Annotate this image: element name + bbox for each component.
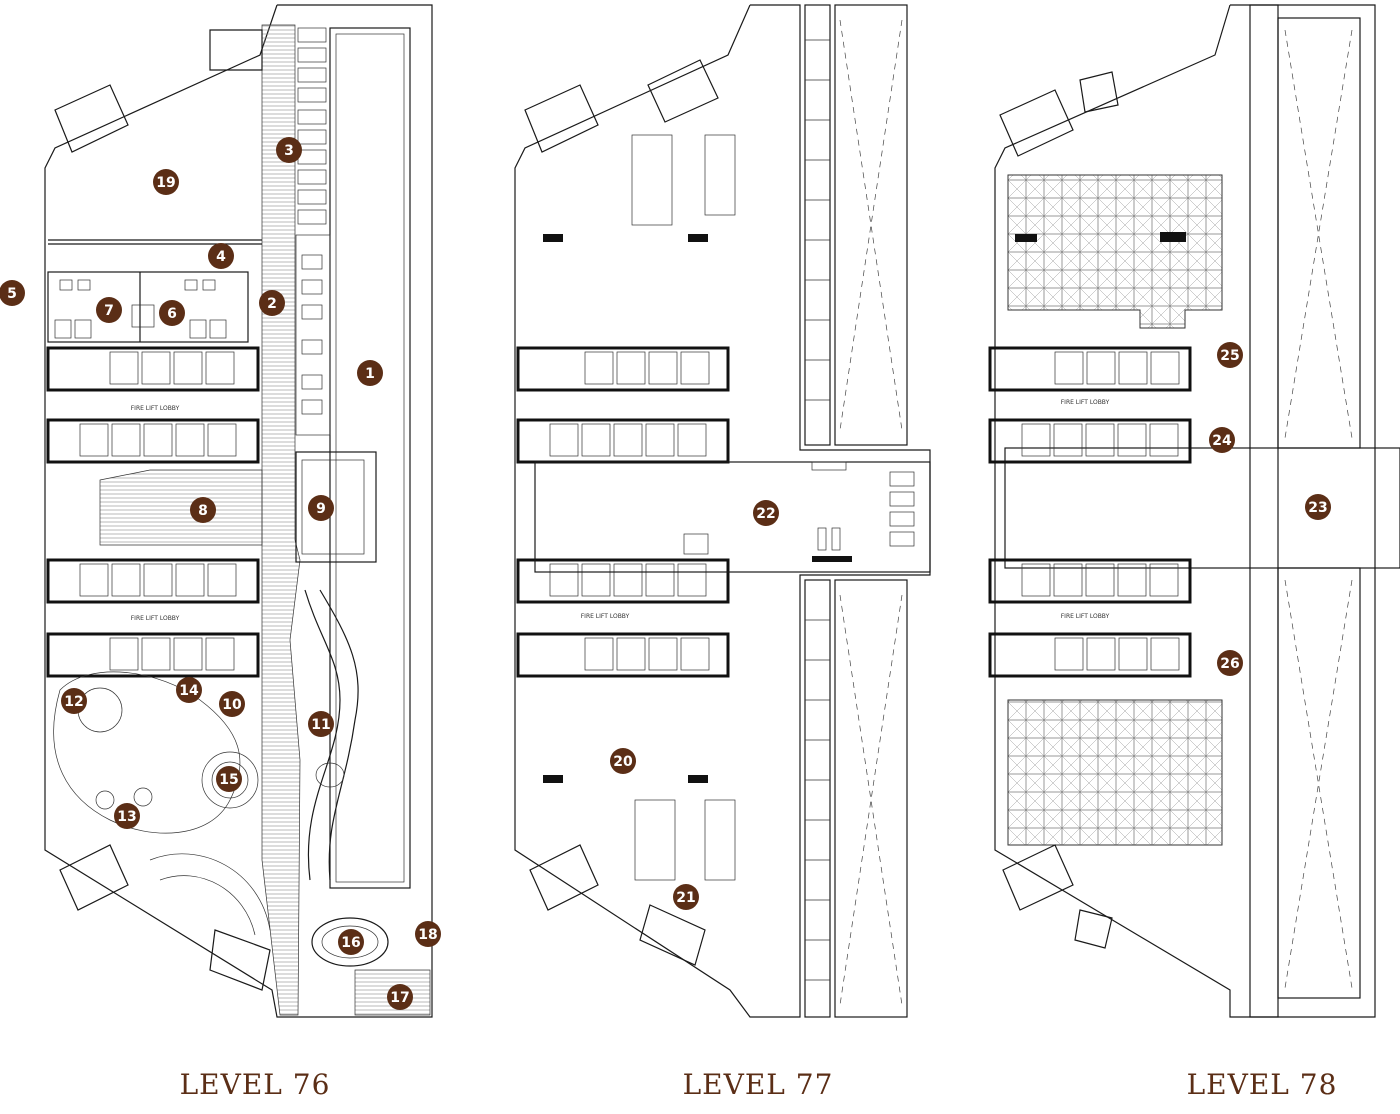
- marker-label-24: 24: [1212, 433, 1232, 449]
- marker-12: 12: [61, 688, 87, 714]
- marker-circle-24: [1209, 427, 1235, 453]
- marker-2: 2: [259, 290, 285, 316]
- marker-24: 24: [1209, 427, 1235, 453]
- fire-lift-lobby-label-76a: FIRE LIFT LOBBY: [131, 405, 180, 412]
- level-77-plan: FIRE LIFT LOBBY: [514, 4, 931, 1018]
- marker-circle-8: [190, 497, 216, 523]
- marker-label-16: 16: [341, 935, 360, 951]
- marker-label-15: 15: [219, 772, 238, 788]
- marker-circle-22: [753, 500, 779, 526]
- marker-label-12: 12: [64, 694, 83, 710]
- marker-circle-21: [673, 884, 699, 910]
- level-78-plan: FIRE LIFT LOBBY FIRE LIFT LOBBY: [988, 4, 1400, 1018]
- marker-23: 23: [1305, 494, 1331, 520]
- marker-circle-19: [153, 169, 179, 195]
- marker-13: 13: [114, 803, 140, 829]
- marker-21: 21: [673, 884, 699, 910]
- marker-circle-3: [276, 137, 302, 163]
- marker-19: 19: [153, 169, 179, 195]
- marker-label-5: 5: [7, 286, 17, 302]
- fire-lift-lobby-label-78a: FIRE LIFT LOBBY: [1061, 399, 1110, 406]
- marker-circle-26: [1217, 650, 1243, 676]
- level-77-title: LEVEL 77: [682, 1068, 834, 1101]
- marker-circle-18: [415, 921, 441, 947]
- fire-lift-lobby-label-78b: FIRE LIFT LOBBY: [1061, 613, 1110, 620]
- marker-circle-16: [338, 929, 364, 955]
- marker-15: 15: [216, 766, 242, 792]
- marker-22: 22: [753, 500, 779, 526]
- marker-circle-5: [0, 280, 25, 306]
- marker-circle-9: [308, 495, 334, 521]
- marker-circle-15: [216, 766, 242, 792]
- marker-14: 14: [176, 677, 202, 703]
- level-76-plan: FIRE LIFT LOBBY FIRE LIFT LOBBY: [44, 4, 433, 1018]
- marker-circle-6: [159, 300, 185, 326]
- marker-8: 8: [190, 497, 216, 523]
- marker-circle-20: [610, 748, 636, 774]
- marker-label-21: 21: [676, 890, 695, 906]
- marker-18: 18: [415, 921, 441, 947]
- marker-9: 9: [308, 495, 334, 521]
- marker-circle-11: [308, 711, 334, 737]
- marker-label-23: 23: [1308, 500, 1327, 516]
- marker-circle-23: [1305, 494, 1331, 520]
- marker-1: 1: [357, 360, 383, 386]
- marker-circle-25: [1217, 342, 1243, 368]
- fire-lift-lobby-label-76b: FIRE LIFT LOBBY: [131, 615, 180, 622]
- marker-circle-12: [61, 688, 87, 714]
- level-78-title: LEVEL 78: [1186, 1068, 1338, 1101]
- marker-6: 6: [159, 300, 185, 326]
- marker-label-2: 2: [267, 296, 277, 312]
- marker-circle-17: [387, 984, 413, 1010]
- marker-circle-7: [96, 297, 122, 323]
- marker-10: 10: [219, 691, 245, 717]
- marker-circle-4: [208, 243, 234, 269]
- marker-3: 3: [276, 137, 302, 163]
- marker-circle-13: [114, 803, 140, 829]
- marker-label-18: 18: [418, 927, 437, 943]
- marker-label-8: 8: [198, 503, 208, 519]
- marker-25: 25: [1217, 342, 1243, 368]
- marker-label-7: 7: [104, 303, 114, 319]
- marker-label-17: 17: [390, 990, 409, 1006]
- marker-circle-1: [357, 360, 383, 386]
- marker-4: 4: [208, 243, 234, 269]
- marker-label-14: 14: [179, 683, 199, 699]
- marker-label-3: 3: [284, 143, 294, 159]
- level-76-title: LEVEL 76: [179, 1068, 331, 1101]
- marker-11: 11: [308, 711, 334, 737]
- marker-label-26: 26: [1220, 656, 1239, 672]
- marker-label-1: 1: [365, 366, 375, 382]
- marker-label-13: 13: [117, 809, 136, 825]
- marker-20: 20: [610, 748, 636, 774]
- marker-label-22: 22: [756, 506, 775, 522]
- marker-label-10: 10: [222, 697, 242, 713]
- marker-16: 16: [338, 929, 364, 955]
- marker-label-9: 9: [316, 501, 326, 517]
- marker-label-25: 25: [1220, 348, 1239, 364]
- marker-label-11: 11: [311, 717, 330, 733]
- marker-circle-14: [176, 677, 202, 703]
- marker-label-4: 4: [216, 249, 226, 265]
- marker-17: 17: [387, 984, 413, 1010]
- marker-label-19: 19: [156, 175, 175, 191]
- marker-5: 5: [0, 280, 25, 306]
- fire-lift-lobby-label-77: FIRE LIFT LOBBY: [581, 613, 630, 620]
- marker-circle-10: [219, 691, 245, 717]
- marker-7: 7: [96, 297, 122, 323]
- marker-label-6: 6: [167, 306, 177, 322]
- marker-26: 26: [1217, 650, 1243, 676]
- marker-label-20: 20: [613, 754, 633, 770]
- marker-circle-2: [259, 290, 285, 316]
